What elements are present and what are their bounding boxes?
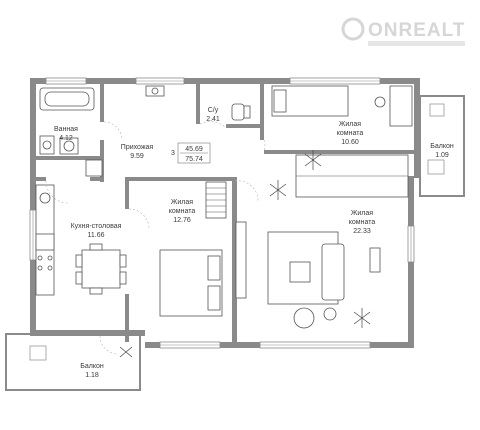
watermark-text: ONREALT (368, 20, 465, 41)
room-label-kitchen: Кухня-столовая 11.66 (71, 223, 122, 239)
svg-text:12.76: 12.76 (173, 217, 191, 224)
plant-icon (119, 346, 133, 358)
svg-text:С/у: С/у (208, 107, 219, 114)
svg-text:комната: комната (337, 130, 364, 137)
svg-text:2.41: 2.41 (206, 116, 220, 123)
single-bed-icon (271, 85, 349, 117)
svg-text:Прихожая: Прихожая (121, 144, 154, 151)
svg-text:Жилая: Жилая (351, 210, 373, 217)
total-area: 75.74 (185, 156, 203, 163)
svg-text:11.66: 11.66 (88, 232, 105, 239)
plant-icon (353, 308, 371, 328)
room-label-hallway: Прихожая 9.59 (121, 144, 154, 160)
room-label-living-3: Жилая комната 22.33 (349, 210, 376, 235)
door-swings (45, 121, 266, 355)
watermark: ONREALT (341, 17, 465, 46)
plant-icon (304, 150, 322, 170)
svg-text:1.18: 1.18 (85, 372, 99, 379)
wc-sink-icon (145, 85, 165, 97)
svg-text:10.60: 10.60 (341, 139, 359, 146)
svg-text:Кухня-столовая: Кухня-столовая (71, 223, 122, 230)
svg-text:Ванная: Ванная (54, 126, 78, 133)
svg-text:22.33: 22.33 (353, 228, 371, 235)
washing-machine-icon (59, 137, 79, 155)
room-label-balcony-left: Балкон 1.18 (80, 363, 104, 379)
dining-table-icon (75, 243, 127, 295)
svg-text:9.59: 9.59 (130, 153, 144, 160)
svg-text:комната: комната (349, 219, 376, 226)
dresser-icon (235, 221, 247, 299)
rooms-count: 3 (171, 150, 175, 157)
room-label-living-2: Жилая комната 12.76 (169, 199, 196, 224)
tv-stand-icon (369, 247, 381, 273)
svg-text:Балкон: Балкон (80, 363, 104, 370)
apartment-summary: 3 45.69 75.74 (171, 142, 211, 164)
balcony-right-outline (419, 95, 465, 197)
room-label-bathroom: Ванная 4.12 (54, 126, 78, 142)
sofa-icon (321, 243, 345, 301)
bathtub-icon (39, 87, 95, 111)
svg-text:Балкон: Балкон (430, 143, 454, 150)
kitchen-counter-icon (35, 184, 55, 296)
desk-icon (374, 85, 413, 127)
toilet-icon (231, 103, 251, 121)
living-area: 45.69 (185, 146, 203, 153)
shoe-rack-icon (85, 159, 103, 177)
windows (29, 77, 415, 349)
room-label-living-1: Жилая комната 10.60 (337, 121, 364, 146)
double-bed-icon (159, 249, 223, 317)
svg-text:Жилая: Жилая (339, 121, 361, 128)
room-label-wc: С/у 2.41 (206, 107, 220, 123)
bookshelf-icon (295, 154, 409, 198)
svg-text:комната: комната (169, 208, 196, 215)
svg-text:Жилая: Жилая (171, 199, 193, 206)
armchair-icon (293, 307, 337, 329)
watermark-underline (368, 41, 465, 46)
sink-icon (39, 135, 55, 155)
balcony-left-outline (5, 333, 141, 391)
room-label-balcony-right: Балкон 1.09 (430, 143, 454, 159)
wardrobe-icon (205, 181, 227, 219)
plant-icon (269, 180, 287, 200)
svg-text:4.12: 4.12 (59, 135, 73, 142)
svg-text:1.09: 1.09 (435, 152, 449, 159)
logo-circle-icon (341, 17, 365, 41)
